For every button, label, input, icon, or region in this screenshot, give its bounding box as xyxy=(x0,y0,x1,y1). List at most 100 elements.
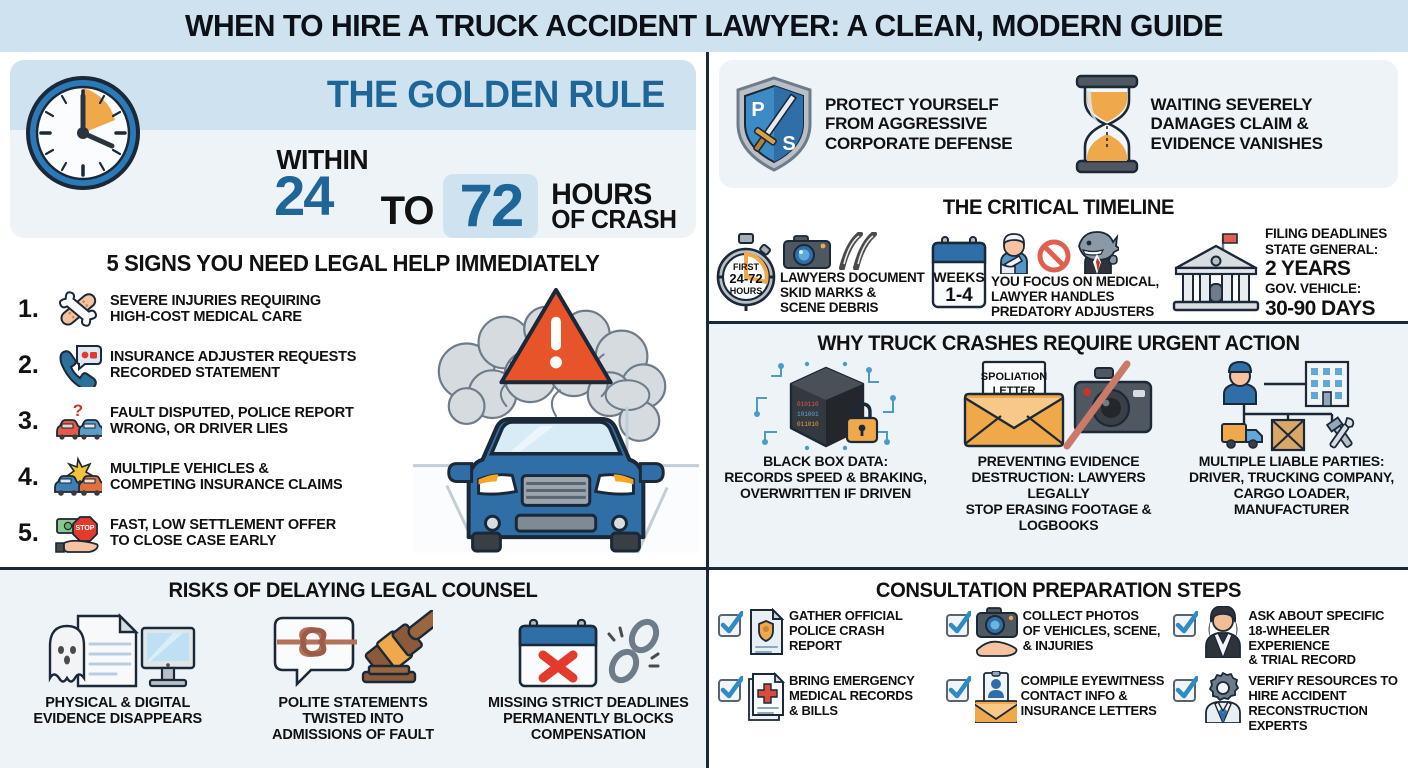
timeline-stage-3: FILING DEADLINES STATE GENERAL: 2 YEARS … xyxy=(1170,226,1402,321)
why-text: BLACK BOX DATA: RECORDS SPEED & BRAKING,… xyxy=(724,453,927,502)
hourglass-icon xyxy=(1071,72,1143,176)
protect-card: P S PROTECT YOURSELF FRO xyxy=(719,60,1398,188)
timeline-row: FIRST 24-72 HOURS xyxy=(709,226,1408,321)
list-item: 1. xyxy=(18,283,400,335)
protect-line-3: CORPORATE DEFENSE xyxy=(825,133,1013,153)
crash-illustration xyxy=(400,277,706,567)
calendar-range-label: 1-4 xyxy=(945,285,973,306)
list-item: SPOLIATION LETTER xyxy=(942,358,1175,534)
risks-section: RISKS OF DELAYING LEGAL COUNSEL xyxy=(0,570,706,768)
cons5-line-1: COMPILE EYEWITNESS xyxy=(1020,673,1165,689)
divider xyxy=(709,320,1408,324)
calendar-weeks-label: WEEKS xyxy=(933,269,984,285)
why1-line-2: RECORDS SPEED & BRAKING, xyxy=(724,468,927,485)
cons6-line-1: VERIFY RESOURCES TO xyxy=(1248,673,1398,689)
list-item: PHYSICAL & DIGITAL EVIDENCE DISAPPEARS xyxy=(0,609,235,744)
cons6-line-2: HIRE ACCIDENT xyxy=(1248,688,1347,704)
list-item: 2. INSURANCE ADJUSTER REQUESTS RECO xyxy=(18,339,400,391)
sign-number: 1. xyxy=(18,294,39,323)
sign-number: 2. xyxy=(18,350,39,379)
cons-text: COMPILE EYEWITNESS CONTACT INFO & INSURA… xyxy=(1021,672,1165,718)
golden-rule-card: THE GOLDEN RULE xyxy=(10,60,696,238)
why2-line-1: PREVENTING EVIDENCE xyxy=(977,452,1140,469)
shield-ps-sword-icon: P S xyxy=(731,74,817,174)
police-report-icon xyxy=(747,607,785,657)
tl2-line-2: LAWYER HANDLES xyxy=(991,288,1115,304)
risk-text: POLITE STATEMENTS TWISTED INTO ADMISSION… xyxy=(272,695,434,744)
envelope-label-line-1: SPOLIATION xyxy=(980,371,1046,383)
cons1-line-2: POLICE CRASH xyxy=(789,622,885,638)
protect-item: P S PROTECT YOURSELF FRO xyxy=(719,74,1059,174)
risk-line-3: COMPENSATION xyxy=(530,727,646,744)
why-urgent-section: WHY TRUCK CRASHES REQUIRE URGENT ACTION xyxy=(709,323,1408,567)
checkbox-checked-icon[interactable] xyxy=(1172,676,1199,703)
camera-icon xyxy=(782,232,832,270)
cons1-line-3: REPORT xyxy=(789,637,842,653)
left-column: THE GOLDEN RULE xyxy=(0,52,706,768)
why1-line-3: OVERWRITTEN IF DRIVEN xyxy=(739,484,912,501)
list-item: MISSING STRICT DEADLINES PERMANENTLY BLO… xyxy=(471,609,706,744)
liable-parties-network-icon xyxy=(1202,358,1382,454)
phone-recording-icon xyxy=(52,342,104,388)
why3-line-2: DRIVER, TRUCKING COMPANY, xyxy=(1188,468,1395,485)
sign-line-1: MULTIPLE VEHICLES & xyxy=(110,460,269,477)
stopwatch-hours-label: HOURS xyxy=(730,286,763,296)
sign-text: MULTIPLE VEHICLES & COMPETING INSURANCE … xyxy=(110,460,343,493)
sign-line-1: FAULT DISPUTED, POLICE REPORT xyxy=(110,404,354,421)
sign-number: 3. xyxy=(18,406,39,435)
golden-rule-section: THE GOLDEN RULE xyxy=(0,52,706,238)
timeline-section: THE CRITICAL TIMELINE FIRST 24-72 H xyxy=(709,188,1408,321)
hours-of-crash-group: HOURS OF CRASH xyxy=(548,179,680,239)
why2-line-2: DESTRUCTION: LAWYERS LEGALLY xyxy=(971,468,1146,501)
checkbox-checked-icon[interactable] xyxy=(945,676,971,703)
risks-row: PHYSICAL & DIGITAL EVIDENCE DISAPPEARS xyxy=(0,609,706,744)
sign-line-2: WRONG, OR DRIVER LIES xyxy=(110,421,288,437)
sign-line-2: HIGH-COST MEDICAL CARE xyxy=(110,309,302,325)
cons5-line-3: INSURANCE LETTERS xyxy=(1020,702,1157,718)
cons4-line-3: & BILLS xyxy=(789,702,838,718)
risk-text: PHYSICAL & DIGITAL EVIDENCE DISAPPEARS xyxy=(33,695,202,727)
svg-text:011010: 011010 xyxy=(797,421,819,428)
stopwatch-first-label: FIRST xyxy=(733,262,760,272)
protect-line-1: WAITING SEVERELY xyxy=(1150,95,1313,115)
tl1-line-2: SKID MARKS & xyxy=(780,284,877,300)
gov-vehicle-label: GOV. VEHICLE: xyxy=(1265,281,1362,297)
risk-line-1: POLITE STATEMENTS xyxy=(278,695,428,711)
bandage-bone-icon xyxy=(52,286,104,332)
svg-text:101001: 101001 xyxy=(797,411,819,418)
svg-text:P: P xyxy=(751,99,764,121)
why2-line-3: STOP ERASING FOOTAGE & LOGBOOKS xyxy=(965,500,1152,533)
hours-72-value: 72 xyxy=(459,172,524,238)
list-item: 4. xyxy=(18,451,400,503)
golden-rule-title: THE GOLDEN RULE xyxy=(327,73,666,116)
signs-list: 1. xyxy=(0,277,400,567)
cons-text: VERIFY RESOURCES TO HIRE ACCIDENT RECONS… xyxy=(1248,672,1400,733)
hand-money-stop-icon: STOP xyxy=(52,510,104,556)
consultation-heading: CONSULTATION PREPARATION STEPS xyxy=(875,579,1242,602)
within-label: WITHIN xyxy=(276,143,369,175)
protect-line-2: DAMAGES CLAIM & xyxy=(1150,114,1309,134)
hours-72-box: 72 xyxy=(443,172,539,238)
checkbox-checked-icon[interactable] xyxy=(717,611,743,637)
spoliation-letter-no-camera-icon: SPOLIATION LETTER xyxy=(959,358,1159,454)
sign-text: INSURANCE ADJUSTER REQUESTS RECORDED STA… xyxy=(110,349,356,381)
timeline-stage-2: WEEKS 1-4 xyxy=(930,228,1170,319)
cons-text: BRING EMERGENCY MEDICAL RECORDS & BILLS xyxy=(789,672,915,718)
checkbox-checked-icon[interactable] xyxy=(717,676,743,703)
injured-person-icon xyxy=(993,230,1035,274)
cons4-line-1: BRING EMERGENCY xyxy=(789,673,915,689)
calendar-icon: WEEKS 1-4 xyxy=(930,235,988,311)
sign-line-2: TO CLOSE CASE EARLY xyxy=(110,533,277,549)
checkbox-checked-icon[interactable] xyxy=(945,611,971,637)
filing-deadlines-title: FILING DEADLINES xyxy=(1265,226,1388,241)
list-item: MULTIPLE LIABLE PARTIES: DRIVER, TRUCKIN… xyxy=(1175,358,1408,534)
protect-line-2: FROM AGGRESSIVE xyxy=(825,114,988,134)
checkbox-checked-icon[interactable] xyxy=(1172,611,1199,637)
camera-hand-icon xyxy=(975,607,1019,657)
list-item: GATHER OFFICIAL POLICE CRASH REPORT xyxy=(717,607,945,668)
risks-heading: RISKS OF DELAYING LEGAL COUNSEL xyxy=(168,579,538,602)
risk-line-2: EVIDENCE DISAPPEARS xyxy=(33,711,202,728)
